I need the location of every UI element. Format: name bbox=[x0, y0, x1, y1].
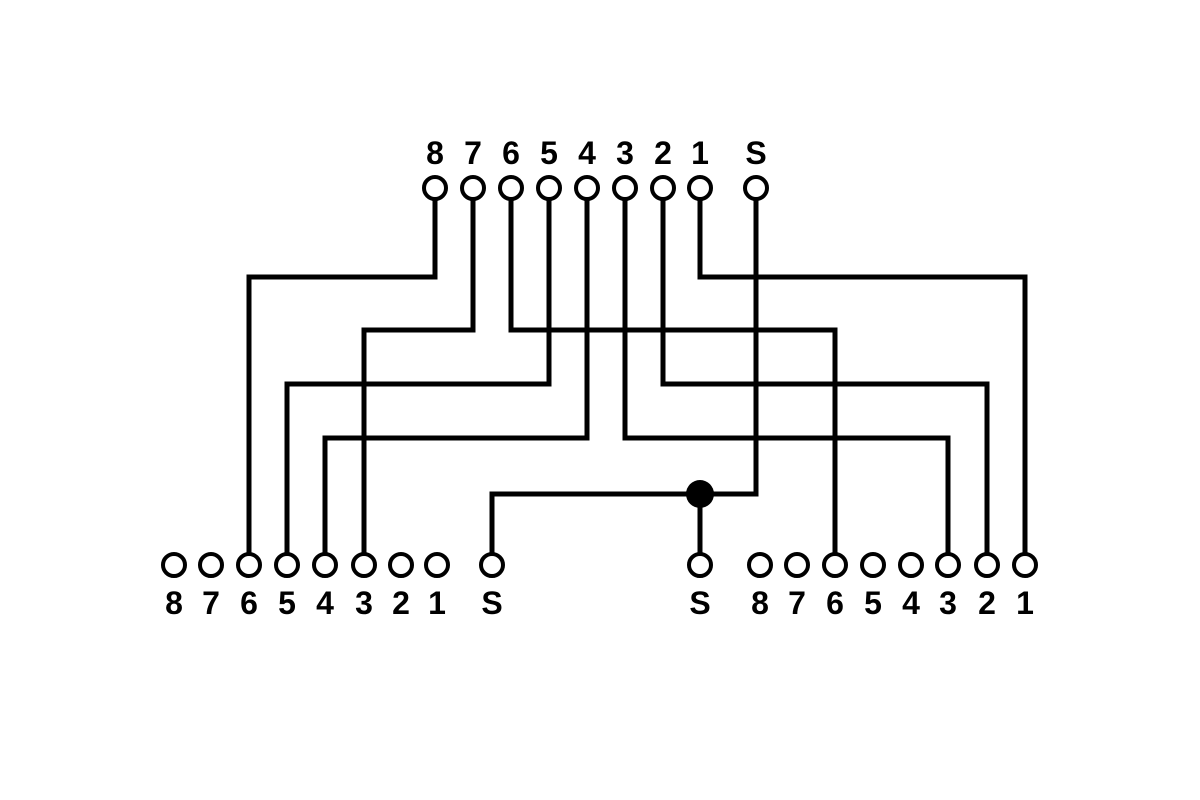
top-pin-label-s: S bbox=[745, 135, 766, 171]
wire-top8-to-left6 bbox=[246, 200, 438, 553]
bottom-right-pin-label-4: 4 bbox=[902, 585, 920, 621]
shield-junction-dot bbox=[686, 480, 714, 508]
wire-top7-to-left3 bbox=[361, 200, 476, 553]
bottom-right-pin-6 bbox=[822, 552, 848, 578]
top-pin-6 bbox=[498, 175, 524, 201]
bottom-left-pin-label-8: 8 bbox=[165, 585, 183, 621]
bottom-right-pin-label-7: 7 bbox=[788, 585, 806, 621]
top-connector-labels: 8 7 6 5 4 3 2 1 S bbox=[426, 135, 767, 171]
top-pin-label-2: 2 bbox=[654, 135, 672, 171]
top-connector-pins bbox=[422, 175, 769, 201]
bottom-left-pin-2 bbox=[388, 552, 414, 578]
bottom-right-pin-label-5: 5 bbox=[864, 585, 882, 621]
bottom-right-pin-label-8: 8 bbox=[751, 585, 769, 621]
bottom-right-connector-labels: S 8 7 6 5 4 3 2 1 bbox=[689, 585, 1034, 621]
bottom-right-pin-8 bbox=[747, 552, 773, 578]
wire-top3-to-right3 bbox=[622, 200, 951, 553]
bottom-left-pin-1 bbox=[424, 552, 450, 578]
top-pin-3 bbox=[612, 175, 638, 201]
top-pin-label-8: 8 bbox=[426, 135, 444, 171]
bottom-right-pin-label-3: 3 bbox=[939, 585, 957, 621]
bottom-left-pin-label-3: 3 bbox=[355, 585, 373, 621]
bottom-right-pin-label-2: 2 bbox=[978, 585, 996, 621]
bottom-left-pin-4 bbox=[312, 552, 338, 578]
wire-top4-to-left4 bbox=[322, 200, 590, 553]
bottom-left-pin-label-4: 4 bbox=[316, 585, 334, 621]
wire-top1-to-right1 bbox=[697, 200, 1028, 553]
bottom-left-pin-3 bbox=[351, 552, 377, 578]
bottom-right-pin-label-s: S bbox=[689, 585, 710, 621]
bottom-right-pin-1 bbox=[1012, 552, 1038, 578]
bottom-left-pin-label-6: 6 bbox=[240, 585, 258, 621]
top-pin-4 bbox=[574, 175, 600, 201]
bottom-left-pin-label-2: 2 bbox=[392, 585, 410, 621]
top-pin-s bbox=[743, 175, 769, 201]
top-pin-label-5: 5 bbox=[540, 135, 558, 171]
bottom-left-pin-label-7: 7 bbox=[202, 585, 220, 621]
bottom-left-pin-label-1: 1 bbox=[428, 585, 446, 621]
wire-topS-shield-bus bbox=[489, 200, 759, 553]
top-pin-7 bbox=[460, 175, 486, 201]
bottom-right-pin-label-1: 1 bbox=[1016, 585, 1034, 621]
top-pin-label-3: 3 bbox=[616, 135, 634, 171]
bottom-left-pin-label-5: 5 bbox=[278, 585, 296, 621]
top-pin-label-6: 6 bbox=[502, 135, 520, 171]
bottom-left-pin-8 bbox=[161, 552, 187, 578]
bottom-right-pin-s bbox=[687, 552, 713, 578]
wire-top2-to-right2 bbox=[660, 200, 990, 553]
bottom-right-pin-2 bbox=[974, 552, 1000, 578]
wire-top5-to-left5 bbox=[284, 200, 552, 553]
bottom-left-connector-pins bbox=[161, 552, 505, 578]
top-pin-label-4: 4 bbox=[578, 135, 596, 171]
bottom-left-pin-s bbox=[479, 552, 505, 578]
bottom-left-pin-label-s: S bbox=[481, 585, 502, 621]
bottom-left-connector-labels: 8 7 6 5 4 3 2 1 S bbox=[165, 585, 503, 621]
top-pin-8 bbox=[422, 175, 448, 201]
bottom-left-pin-7 bbox=[198, 552, 224, 578]
top-pin-5 bbox=[536, 175, 562, 201]
top-pin-2 bbox=[650, 175, 676, 201]
bottom-right-pin-7 bbox=[784, 552, 810, 578]
wire-top6-to-right6 bbox=[508, 200, 838, 553]
bottom-right-pin-3 bbox=[935, 552, 961, 578]
bottom-right-connector-pins bbox=[687, 552, 1038, 578]
bottom-right-pin-4 bbox=[898, 552, 924, 578]
bottom-right-pin-5 bbox=[860, 552, 886, 578]
wires bbox=[246, 200, 1028, 553]
bottom-left-pin-5 bbox=[274, 552, 300, 578]
top-pin-label-1: 1 bbox=[691, 135, 709, 171]
bottom-left-pin-6 bbox=[236, 552, 262, 578]
top-pin-1 bbox=[687, 175, 713, 201]
top-pin-label-7: 7 bbox=[464, 135, 482, 171]
bottom-right-pin-label-6: 6 bbox=[826, 585, 844, 621]
